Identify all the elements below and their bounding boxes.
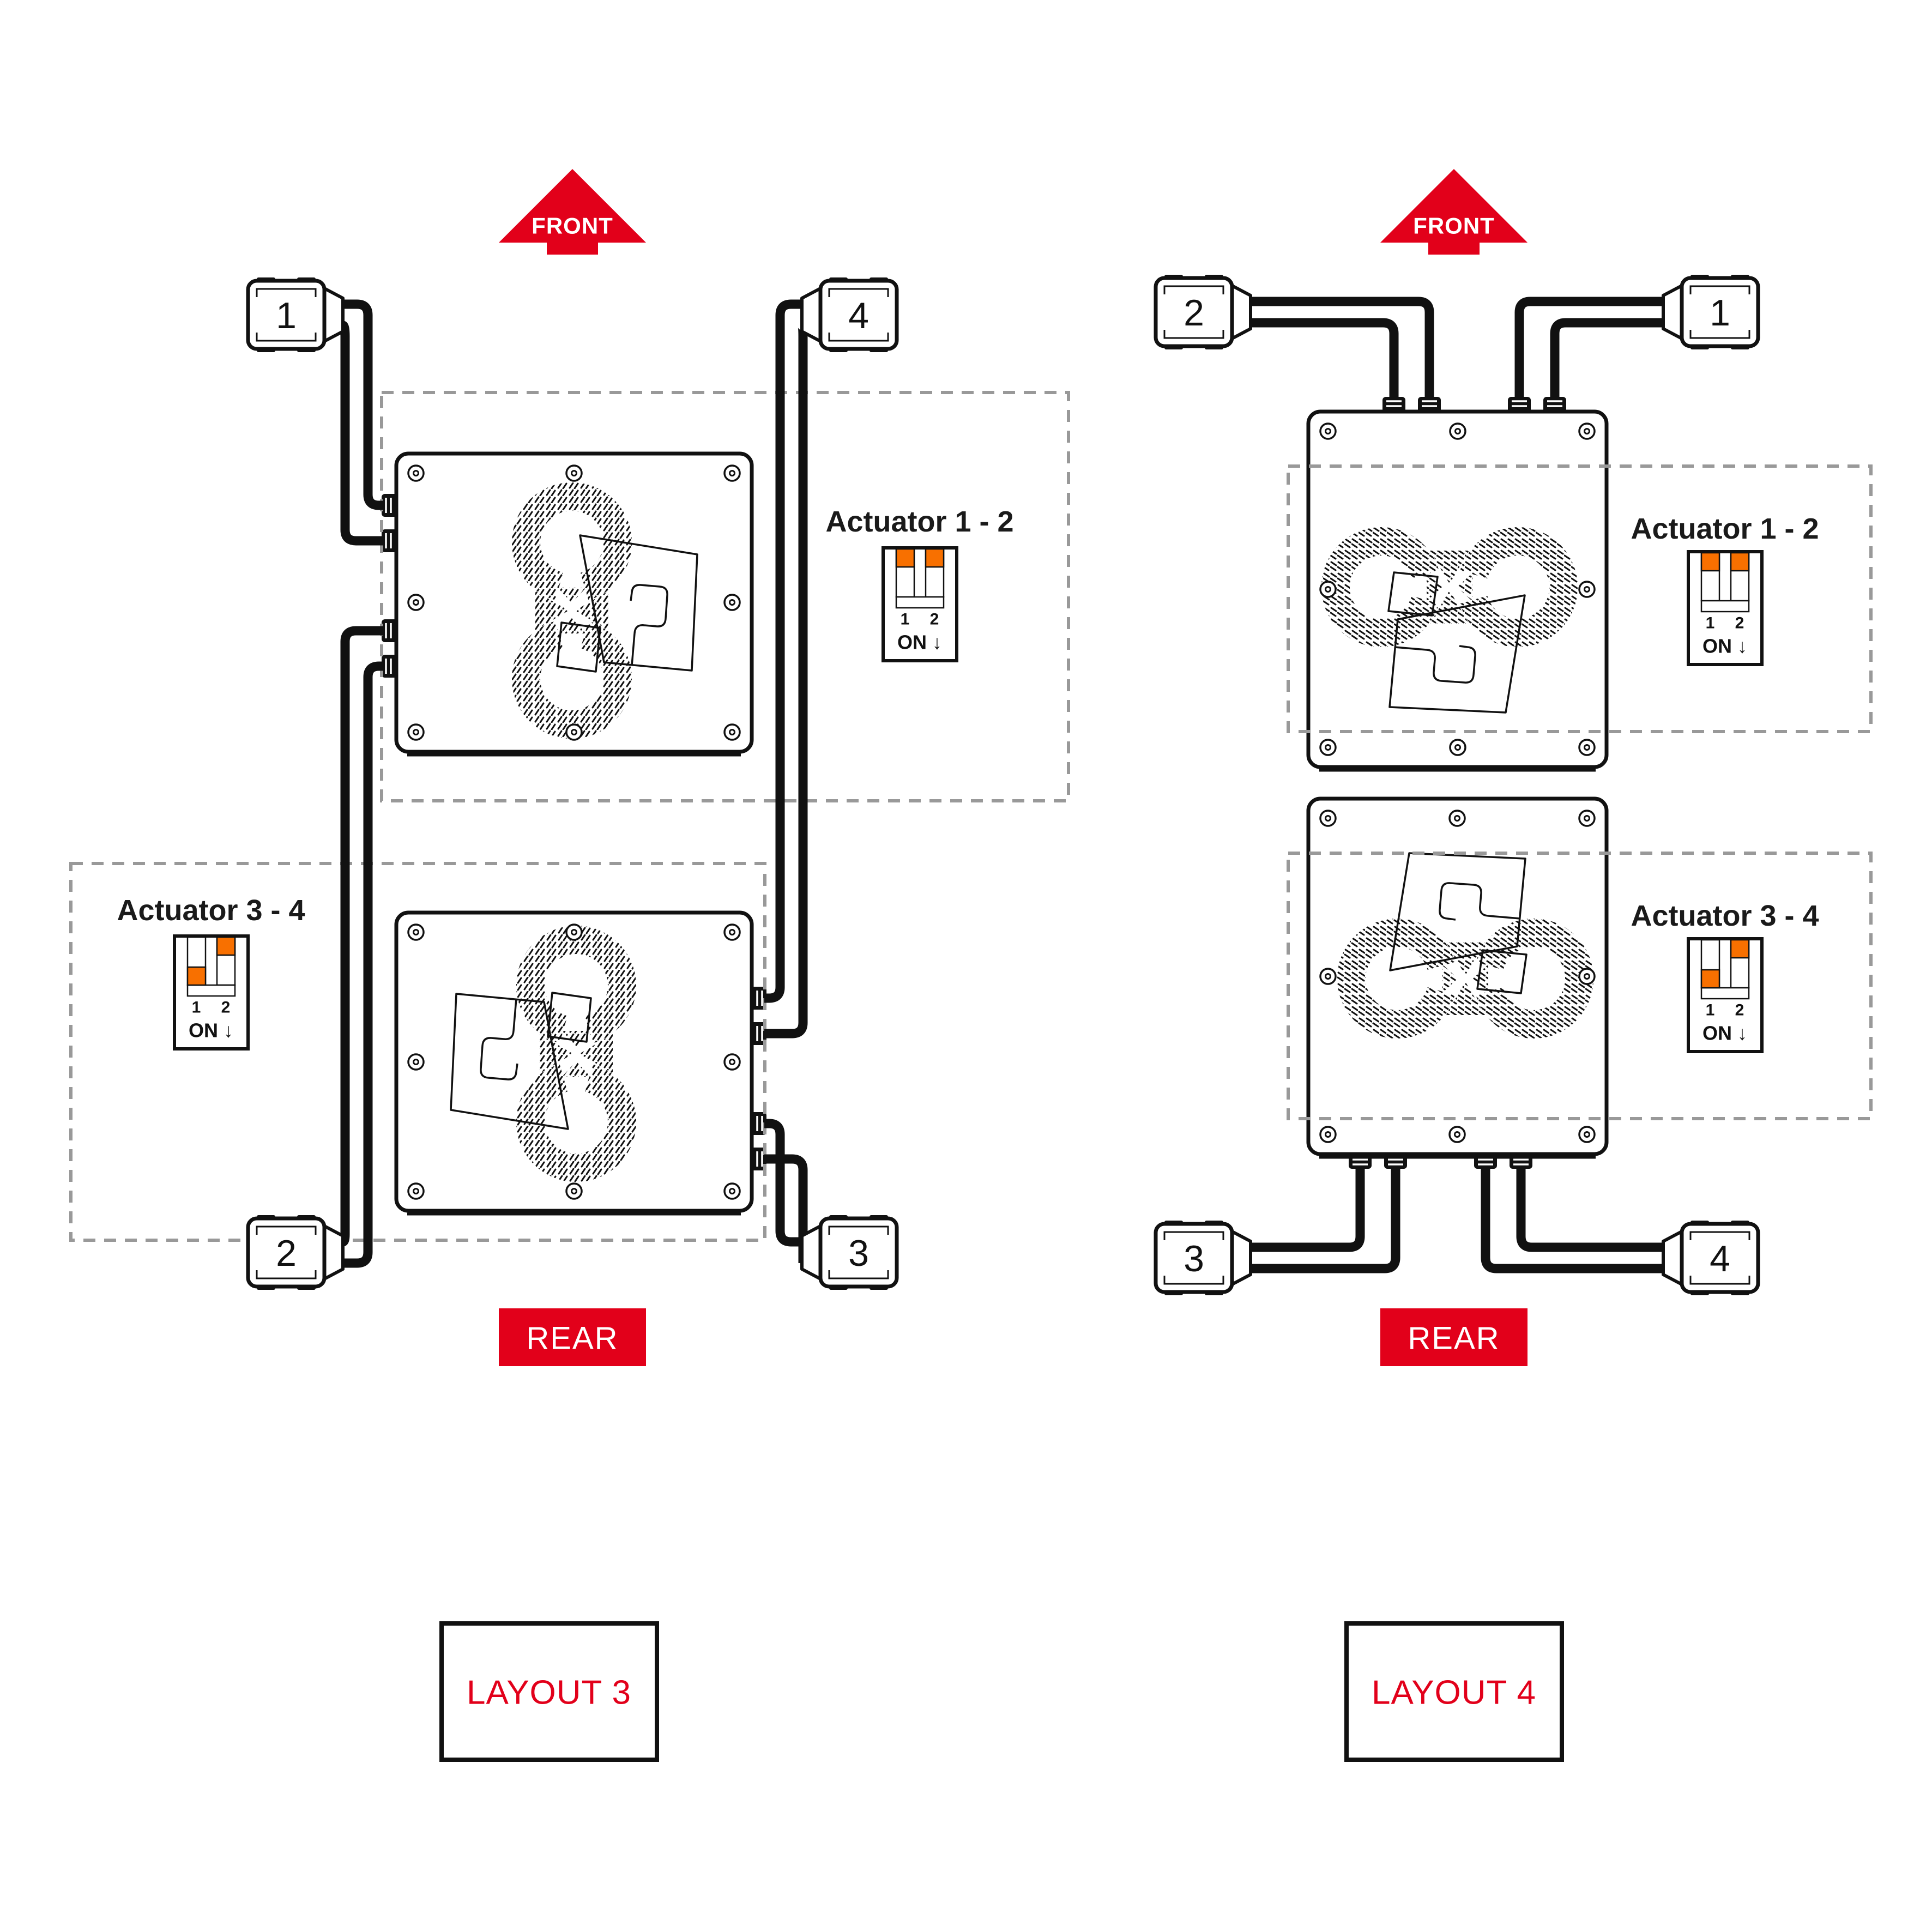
cable — [1481, 1168, 1664, 1273]
dip-on-label: ON ↓ — [189, 1019, 233, 1042]
actuator-1-2-boundary — [380, 391, 1070, 802]
front-direction-arrow: FRONT — [1380, 169, 1528, 255]
cables — [1249, 297, 1664, 1273]
actuator-number: 4 — [848, 295, 869, 336]
actuator-number: 3 — [1184, 1238, 1204, 1279]
cable — [1249, 1168, 1400, 1273]
layout-title-box: LAYOUT 4 — [1344, 1621, 1564, 1762]
front-label: FRONT — [1413, 213, 1495, 239]
rear-badge: REAR — [1380, 1308, 1528, 1366]
group-label-actuator-1-2: Actuator 1 - 2 — [825, 505, 1013, 538]
layout-title: LAYOUT 4 — [1372, 1674, 1536, 1712]
dip-switch-actuator-3-4: 1 2 ON ↓ — [1687, 937, 1764, 1053]
cable — [764, 1119, 802, 1247]
dip-pin-2-label: 2 — [221, 999, 231, 1017]
actuator-number: 2 — [1184, 292, 1204, 334]
dip-switch-actuator-1-2: 1 2 ON ↓ — [882, 546, 958, 662]
dip-slider-1[interactable] — [1700, 969, 1720, 989]
cable — [1514, 297, 1664, 400]
actuator-1: 1 — [1662, 275, 1760, 349]
dip-slider-2[interactable] — [1730, 552, 1750, 572]
dip-pin-1-label: 1 — [192, 999, 201, 1017]
front-label: FRONT — [532, 213, 613, 239]
actuator-number: 1 — [1710, 292, 1730, 334]
dip-on-label: ON ↓ — [1702, 1022, 1747, 1045]
control-unit-1-2 — [1308, 397, 1607, 767]
cable — [1516, 1168, 1664, 1252]
actuator-2: 2 — [1154, 275, 1252, 349]
actuator-number: 2 — [276, 1233, 297, 1274]
group-label-actuator-1-2: Actuator 1 - 2 — [1631, 512, 1819, 545]
rear-badge: REAR — [499, 1308, 646, 1366]
layout-title: LAYOUT 3 — [467, 1674, 631, 1712]
actuator-1-2-boundary — [1287, 464, 1873, 733]
dip-pin-2-label: 2 — [1735, 1001, 1744, 1019]
dip-slider-1[interactable] — [186, 966, 207, 986]
dip-slider-1[interactable] — [1700, 552, 1720, 572]
dip-slider-2[interactable] — [216, 936, 236, 956]
dip-on-label: ON ↓ — [1702, 635, 1747, 657]
dip-pin-1-label: 1 — [1706, 1001, 1715, 1019]
dip-on-label: ON ↓ — [897, 631, 942, 654]
dip-slider-1[interactable] — [895, 548, 915, 568]
actuator-4: 4 — [800, 277, 899, 352]
actuator-number: 4 — [1710, 1238, 1730, 1279]
actuator-number: 1 — [276, 295, 297, 336]
control-unit-1-2 — [382, 454, 752, 752]
dip-pin-1-label: 1 — [1706, 614, 1715, 632]
cable — [1249, 318, 1399, 400]
actuator-number: 3 — [848, 1233, 869, 1274]
rear-label: REAR — [1408, 1321, 1500, 1356]
actuator-1: 1 — [246, 277, 345, 352]
actuator-3-4-boundary — [1287, 852, 1873, 1120]
dip-pin-2-label: 2 — [930, 611, 939, 629]
group-label-actuator-3-4: Actuator 3 - 4 — [1631, 899, 1819, 932]
dip-switch-actuator-3-4: 1 2 ON ↓ — [173, 934, 250, 1050]
cable — [343, 661, 384, 1268]
rear-label: REAR — [526, 1321, 618, 1356]
dip-slider-2[interactable] — [925, 548, 945, 568]
actuator-3: 3 — [1154, 1221, 1252, 1295]
cable — [1550, 318, 1664, 400]
cable — [764, 299, 802, 1003]
dip-pin-2-label: 2 — [1735, 614, 1744, 632]
actuator-3-4-boundary — [69, 862, 766, 1242]
layout-title-box: LAYOUT 3 — [439, 1621, 659, 1762]
actuator-2: 2 — [246, 1215, 345, 1290]
actuator-4: 4 — [1662, 1221, 1760, 1295]
dip-slider-2[interactable] — [1730, 939, 1750, 959]
group-label-actuator-3-4: Actuator 3 - 4 — [117, 894, 305, 927]
dip-switch-actuator-1-2: 1 2 ON ↓ — [1687, 550, 1764, 666]
cable — [343, 299, 384, 510]
front-direction-arrow: FRONT — [499, 169, 646, 255]
control-unit-3-4 — [396, 913, 766, 1211]
dip-pin-1-label: 1 — [901, 611, 910, 629]
cable — [764, 1154, 808, 1263]
actuator-3: 3 — [800, 1215, 899, 1290]
cable — [1249, 297, 1434, 400]
cable — [1249, 1168, 1365, 1252]
